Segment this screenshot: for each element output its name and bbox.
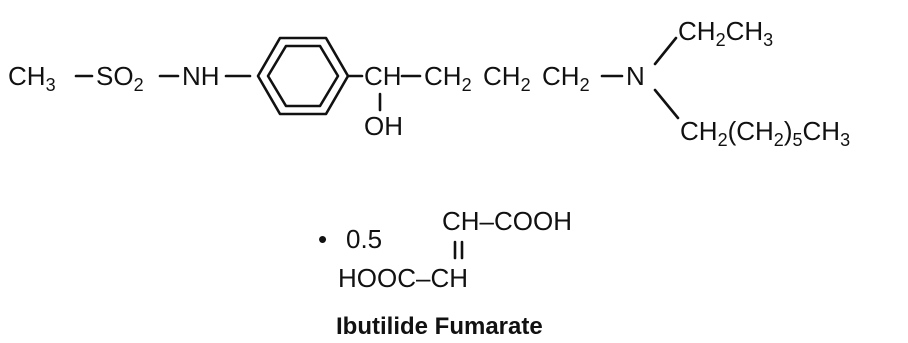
bond-nitrogen-heptyl: [653, 88, 680, 120]
hydroxyl-group: OH: [364, 111, 403, 141]
methylene-1: CH2: [424, 61, 472, 95]
salt-bullet: •: [318, 224, 327, 254]
ethyl-group: CH2CH3: [678, 16, 773, 50]
heptyl-group: CH2(CH2)5CH3: [680, 116, 850, 150]
benzene-inner-ring: [266, 44, 340, 108]
benzene-ring: [256, 36, 350, 116]
bond-nitrogen-ethyl: [653, 36, 678, 66]
methine-carbon: CH: [364, 61, 402, 91]
fumarate-top: CH–COOH: [442, 206, 572, 236]
methylene-2: CH2: [483, 61, 531, 95]
compound-name: Ibutilide Fumarate: [336, 313, 543, 340]
amine-group: NH: [182, 61, 220, 91]
nitrogen-atom: N: [626, 61, 645, 91]
sulfonyl-group: SO2: [96, 61, 144, 95]
methylene-3: CH2: [542, 61, 590, 95]
methyl-group: CH3: [8, 61, 56, 95]
salt-ratio: 0.5: [346, 224, 382, 254]
fumarate-bottom: HOOC–CH: [338, 263, 468, 293]
